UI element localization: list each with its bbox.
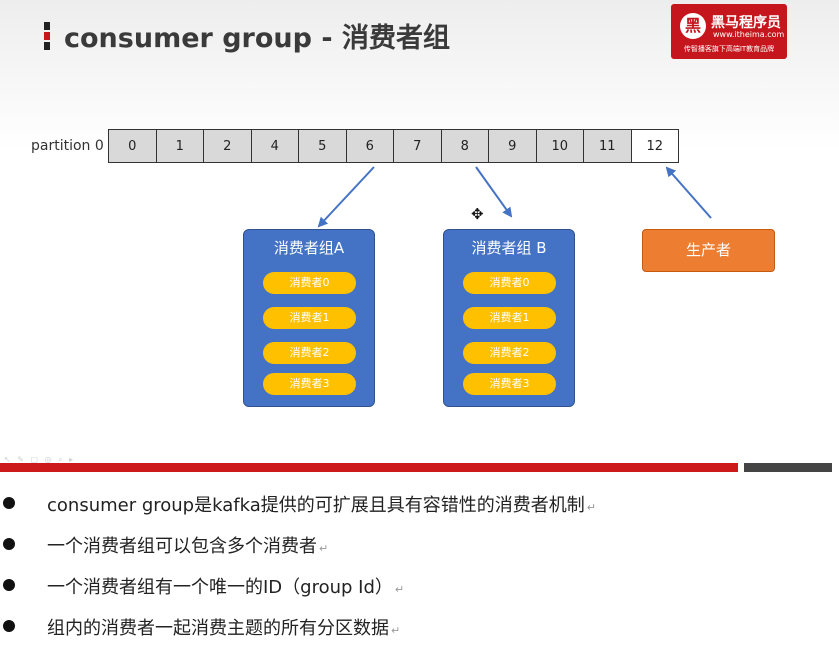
group-title: 消费者组 B bbox=[471, 239, 547, 257]
bullet-text: 一个消费者组可以包含多个消费者 bbox=[47, 536, 317, 557]
group-title: 消费者组A bbox=[273, 239, 345, 257]
bullet-text: consumer group是kafka提供的可扩展且具有容错性的消费者机制 bbox=[47, 495, 585, 516]
consumer-pill: 消费者1 bbox=[463, 307, 556, 329]
logo-url: www.itheima.com bbox=[713, 30, 785, 39]
offset-cell: 11 bbox=[583, 129, 632, 163]
consumer-pill: 消费者2 bbox=[263, 342, 356, 364]
slide-title: consumer group - 消费者组 bbox=[64, 23, 450, 54]
offset-cell: 9 bbox=[488, 129, 537, 163]
divider-bar-dark bbox=[744, 463, 832, 472]
consumer-pill: 消费者3 bbox=[463, 373, 556, 395]
partition-label: partition 0 bbox=[31, 138, 104, 154]
title-marker bbox=[44, 22, 50, 30]
return-mark-icon: ↵ bbox=[586, 501, 596, 514]
producer-box: 生产者 bbox=[642, 229, 775, 272]
offset-cell: 6 bbox=[345, 129, 394, 163]
logo-name: 黑马程序员 bbox=[711, 15, 781, 31]
bullet-text: 组内的消费者一起消费主题的所有分区数据 bbox=[47, 618, 389, 639]
bullet-dot-icon bbox=[3, 538, 15, 550]
offset-cell: 0 bbox=[108, 129, 157, 163]
consumer-pill: 消费者0 bbox=[463, 272, 556, 294]
bullet-dot-icon bbox=[3, 579, 15, 591]
bullet-dot-icon bbox=[3, 620, 15, 632]
return-mark-icon: ↵ bbox=[394, 583, 405, 596]
bullet-dot-icon bbox=[3, 497, 15, 509]
arrow-offset6-to-group-a bbox=[317, 166, 375, 228]
offset-cell: 2 bbox=[203, 129, 252, 163]
bullet-text: 一个消费者组有一个唯一的ID（group Id） bbox=[47, 577, 393, 598]
brand-logo: 黑 黑马程序员 www.itheima.com 传智播客旗下高端IT教育品牌 bbox=[671, 4, 787, 59]
logo-mark-icon: 黑 bbox=[680, 13, 706, 39]
consumer-group-b: 消费者组 B 消费者0 消费者1 消费者2 消费者3 bbox=[443, 229, 575, 407]
move-cursor-icon: ✥ bbox=[471, 205, 484, 223]
offset-cell: 1 bbox=[155, 129, 204, 163]
consumer-pill: 消费者1 bbox=[263, 307, 356, 329]
flow-arrows bbox=[317, 166, 712, 228]
offset-cell: 4 bbox=[250, 129, 299, 163]
consumer-group-a: 消费者组A 消费者0 消费者1 消费者2 消费者3 bbox=[243, 229, 375, 407]
divider-bar bbox=[0, 463, 738, 472]
partition-offsets: 0 1 2 4 5 6 7 8 9 10 11 12 bbox=[108, 129, 679, 163]
title-marker bbox=[44, 42, 50, 50]
offset-cell-latest: 12 bbox=[630, 129, 679, 163]
slide-toolbar[interactable]: ↖ ✎ ▢ ◎ ⌕ ▸ bbox=[4, 455, 76, 464]
return-mark-icon: ↵ bbox=[391, 624, 401, 637]
offset-cell: 8 bbox=[440, 129, 489, 163]
consumer-pill: 消费者0 bbox=[263, 272, 356, 294]
title-marker bbox=[44, 32, 50, 40]
slide: consumer group - 消费者组 黑 黑马程序员 www.itheim… bbox=[0, 0, 839, 470]
offset-cell: 7 bbox=[393, 129, 442, 163]
consumer-pill: 消费者2 bbox=[463, 342, 556, 364]
arrow-producer-to-offset12 bbox=[665, 166, 712, 219]
logo-slogan: 传智播客旗下高端IT教育品牌 bbox=[683, 45, 775, 53]
consumer-pill: 消费者3 bbox=[263, 373, 356, 395]
return-mark-icon: ↵ bbox=[319, 542, 329, 555]
arrow-offset8-to-group-b bbox=[475, 166, 513, 218]
